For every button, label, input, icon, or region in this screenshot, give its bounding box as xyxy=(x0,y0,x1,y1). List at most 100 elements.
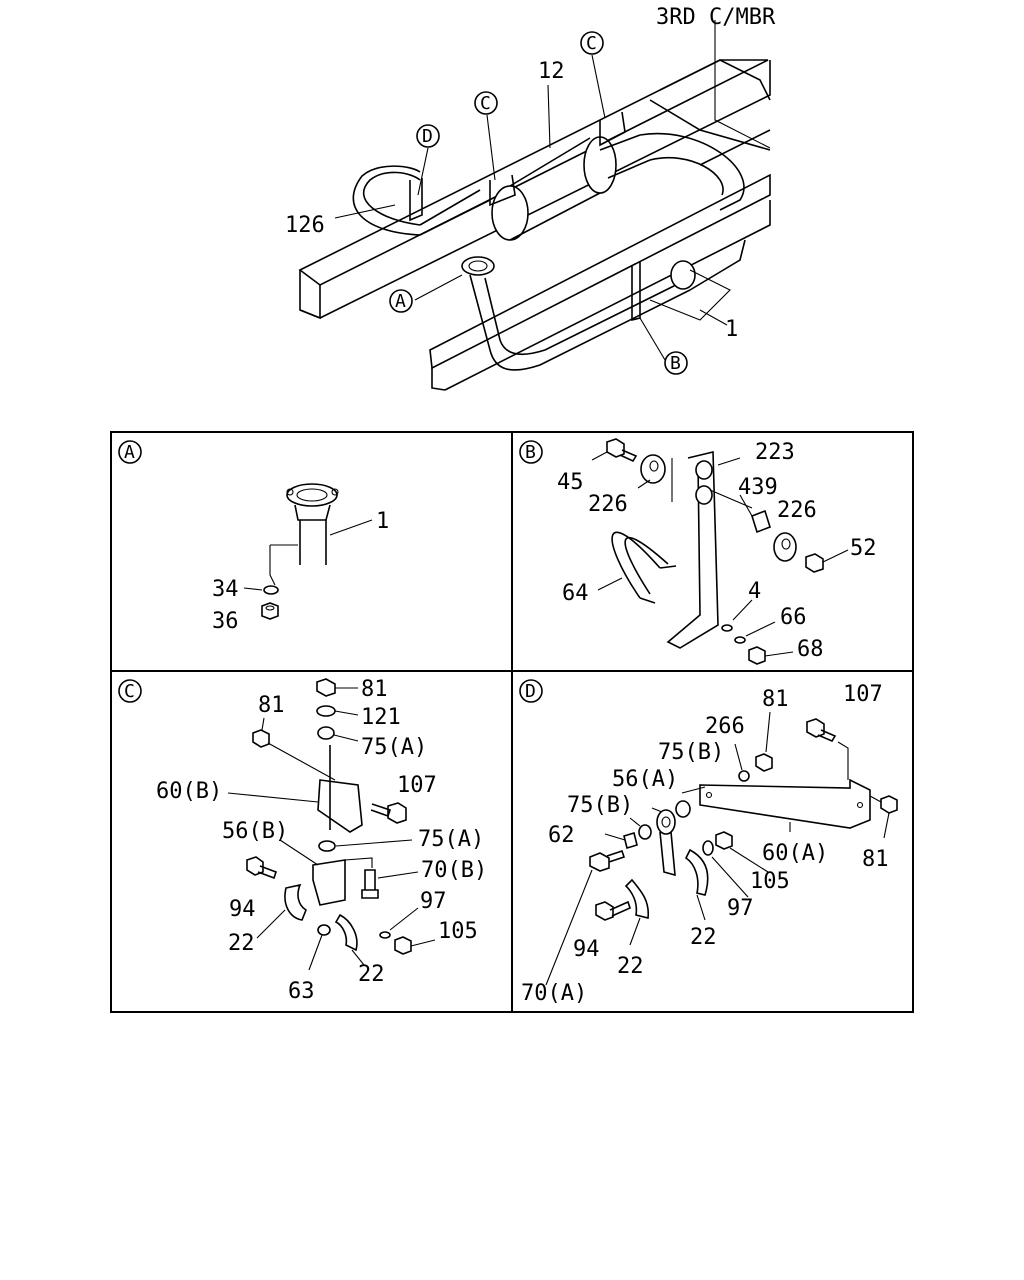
b-label-66: 66 xyxy=(780,605,807,630)
c-label-97: 97 xyxy=(420,889,447,914)
muffler xyxy=(491,134,651,241)
c-label-105: 105 xyxy=(438,919,478,944)
b-u-bolt-64 xyxy=(597,531,677,604)
b-spacer-439 xyxy=(739,494,771,534)
c-nut-81-left xyxy=(252,717,336,781)
c-spacer-63 xyxy=(308,924,331,971)
d-label-22-right: 22 xyxy=(690,925,717,950)
c-label-121: 121 xyxy=(361,705,401,730)
callout-d-main: D xyxy=(416,124,440,148)
d-label-75b-lower: 75(B) xyxy=(567,793,633,818)
d-label-60a: 60(A) xyxy=(762,841,828,866)
detail-panel-b: B xyxy=(519,438,877,665)
svg-text:A: A xyxy=(124,442,135,463)
c-label-107: 107 xyxy=(397,773,437,798)
b-hardware-4-66-68 xyxy=(721,599,794,665)
b-label-64: 64 xyxy=(562,581,589,606)
crossmember-label: 3RD C/MBR xyxy=(656,5,776,30)
detail-panel-c: C xyxy=(118,677,487,1004)
c-label-56b: 56(B) xyxy=(222,819,288,844)
d-label-81-top: 81 xyxy=(762,687,789,712)
svg-text:B: B xyxy=(525,442,536,463)
d-bolt-70a xyxy=(545,849,626,986)
d-nut-81-top xyxy=(755,711,773,772)
b-label-4: 4 xyxy=(748,579,761,604)
c-label-81-left: 81 xyxy=(258,693,285,718)
d-bolt-94 xyxy=(595,900,631,921)
b-label-68: 68 xyxy=(797,637,824,662)
c-label-70b: 70(B) xyxy=(421,858,487,883)
panel-c-marker: C xyxy=(118,679,142,703)
c-clamp-56b xyxy=(279,839,413,906)
b-label-52: 52 xyxy=(850,536,877,561)
callout-a-main: A xyxy=(389,289,413,313)
c-clamp-half-22-right xyxy=(334,913,365,966)
b-rubber-226-lower xyxy=(773,532,797,562)
a-label-36: 36 xyxy=(212,609,239,634)
c-bracket-60b xyxy=(227,745,363,833)
d-spacer-62 xyxy=(604,831,638,850)
c-clamp-half-22-left xyxy=(256,883,307,939)
callout-c-main-2: C xyxy=(580,31,604,55)
hanger-brackets xyxy=(409,111,641,322)
b-rubber-226-upper xyxy=(637,454,666,489)
detail-panel-d: D xyxy=(519,679,898,1006)
b-label-226-upper: 226 xyxy=(588,492,628,517)
svg-text:C: C xyxy=(586,33,597,54)
b-label-439: 439 xyxy=(738,475,778,500)
c-hardware-97-105 xyxy=(379,907,436,955)
svg-text:D: D xyxy=(422,126,433,147)
c-upper-hardware xyxy=(316,678,359,742)
svg-text:C: C xyxy=(480,93,491,114)
muffler-label: 12 xyxy=(538,59,565,84)
b-hanger-bracket-223 xyxy=(666,450,753,649)
d-label-81-right: 81 xyxy=(862,847,889,872)
d-label-266: 266 xyxy=(705,714,745,739)
d-label-107: 107 xyxy=(843,682,883,707)
nut-36 xyxy=(261,602,279,620)
d-label-75b-upper: 75(B) xyxy=(658,740,724,765)
c-bolt-94 xyxy=(246,856,278,880)
svg-text:B: B xyxy=(670,353,681,374)
c-label-63: 63 xyxy=(288,979,315,1004)
d-bracket-60a xyxy=(699,778,871,832)
b-label-45: 45 xyxy=(557,470,584,495)
d-hardware-97-105 xyxy=(702,831,769,898)
b-bolt-45 xyxy=(591,438,638,463)
d-clamp-56a xyxy=(651,786,706,877)
c-label-81-top: 81 xyxy=(361,677,388,702)
panel-a-marker: A xyxy=(118,440,142,464)
d-label-70a: 70(A) xyxy=(521,981,587,1006)
panel-b-marker: B xyxy=(519,440,543,464)
tailpipe-label: 126 xyxy=(285,213,325,238)
d-label-97: 97 xyxy=(727,896,754,921)
callout-b-main: B xyxy=(664,351,688,375)
d-label-62: 62 xyxy=(548,823,575,848)
callout-c-main-1: C xyxy=(474,91,498,115)
d-bolt-107 xyxy=(806,718,849,780)
a-label-1: 1 xyxy=(376,509,389,534)
third-crossmember xyxy=(649,20,771,166)
detail-panel-a: A 1 34 36 xyxy=(118,440,389,634)
d-washer-75b xyxy=(629,817,652,840)
frame-rail-upper xyxy=(298,59,771,320)
d-clamp-half-22-right xyxy=(684,848,709,921)
d-ring-266 xyxy=(734,743,750,782)
c-bolt-70b xyxy=(361,869,419,899)
d-nut-81-right xyxy=(869,795,898,839)
c-label-94: 94 xyxy=(229,897,256,922)
d-clamp-half-22-left xyxy=(624,878,650,946)
a-label-34: 34 xyxy=(212,577,239,602)
d-label-94: 94 xyxy=(573,937,600,962)
c-label-22-right: 22 xyxy=(358,962,385,987)
detail-grid xyxy=(110,431,914,1013)
tailpipe xyxy=(352,165,491,236)
pipe-flange-drawing xyxy=(269,483,373,586)
c-label-60b: 60(B) xyxy=(156,779,222,804)
c-bolt-107 xyxy=(370,802,407,824)
svg-text:D: D xyxy=(525,681,536,702)
washer-34 xyxy=(243,585,279,595)
d-label-105: 105 xyxy=(750,869,790,894)
svg-text:A: A xyxy=(395,291,406,312)
